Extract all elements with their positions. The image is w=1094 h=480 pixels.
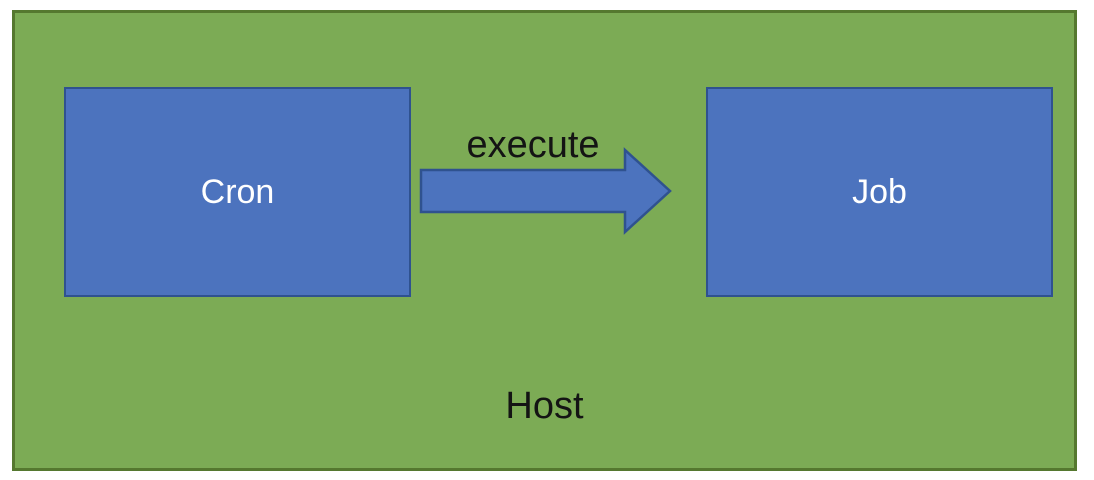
host-container-label: Host <box>505 385 584 427</box>
cron-node: Cron <box>64 87 411 297</box>
execute-edge-label: execute <box>466 124 600 166</box>
job-node-label: Job <box>852 173 907 211</box>
arrow-right-icon <box>419 147 672 235</box>
job-node: Job <box>706 87 1053 297</box>
host-container: Cron Job <box>12 10 1077 471</box>
cron-node-label: Cron <box>200 173 275 211</box>
